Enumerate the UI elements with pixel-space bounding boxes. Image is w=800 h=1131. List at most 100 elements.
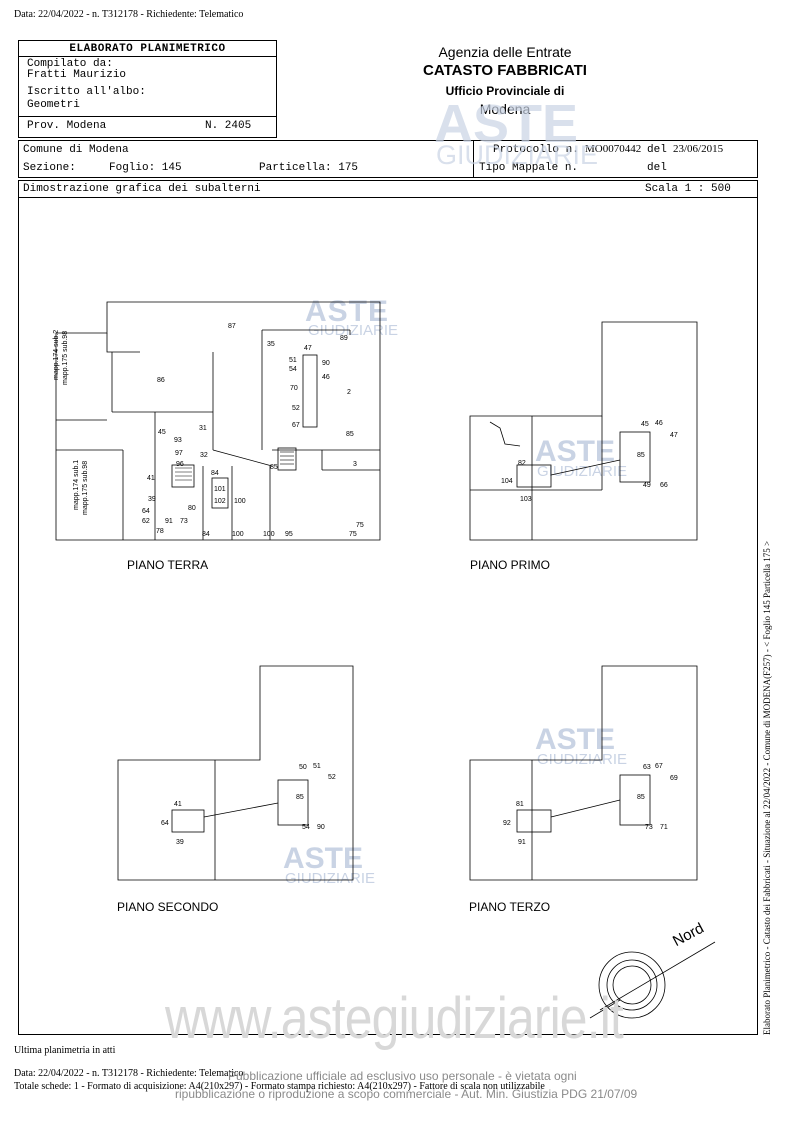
terra-stair-right xyxy=(277,447,297,471)
sub-number: 85 xyxy=(296,794,304,801)
watermark-giudiziarie: GIUDIZIARIE xyxy=(308,322,399,339)
sub-number: 46 xyxy=(322,374,330,381)
iscritto-value: Geometri xyxy=(27,99,80,111)
watermark-site: www.astegiudiziarie.it xyxy=(165,986,624,1051)
sub-number: 63 xyxy=(643,764,651,771)
sub-number: 75 xyxy=(356,522,364,529)
sub-number: 31 xyxy=(199,425,207,432)
sub-number: 51 xyxy=(289,357,297,364)
sub-number: 73 xyxy=(180,518,188,525)
sub-number: 95 xyxy=(285,531,293,538)
secondo-stair-right xyxy=(277,779,309,826)
sub-number: 3 xyxy=(353,461,357,468)
primo-outline xyxy=(469,321,698,541)
compiler-box: ELABORATO PLANIMETRICO Compilato da: Fra… xyxy=(18,40,277,138)
terra-stair-left xyxy=(171,464,195,488)
protocollo-label: Protocollo n. xyxy=(493,144,579,156)
watermark-aste-header: ASTE xyxy=(434,94,579,154)
sub-number: 90 xyxy=(322,360,330,367)
piano-secondo-plan xyxy=(117,665,354,881)
sub-number: 85 xyxy=(270,464,278,471)
ultima-planimetria: Ultima planimetria in atti xyxy=(14,1045,116,1056)
floor-label-secondo: PIANO SECONDO xyxy=(117,900,219,914)
sub-number: 103 xyxy=(520,496,532,503)
sub-number: 93 xyxy=(174,437,182,444)
sub-number: 66 xyxy=(660,482,668,489)
sub-number: 64 xyxy=(161,820,169,827)
protocollo-date: 23/06/2015 xyxy=(673,143,724,155)
watermark-giudiziarie: GIUDIZIARIE xyxy=(537,463,628,480)
terzo-stair-right xyxy=(619,774,651,826)
office-label: Ufficio Provinciale di xyxy=(445,84,565,98)
divider xyxy=(473,141,474,177)
sub-number: 52 xyxy=(292,405,300,412)
sub-number: 39 xyxy=(148,496,156,503)
sub-number: 49 xyxy=(643,482,651,489)
compilato-label: Compilato da: xyxy=(27,58,113,70)
sub-number: 84 xyxy=(202,531,210,538)
sub-number: 96 xyxy=(176,461,184,468)
foglio-label: Foglio: 145 xyxy=(109,162,182,174)
sub-number: 75 xyxy=(349,531,357,538)
sub-number: 87 xyxy=(228,323,236,330)
sub-number: 85 xyxy=(346,431,354,438)
sub-number: 47 xyxy=(304,345,312,352)
floor-label-terzo: PIANO TERZO xyxy=(469,900,551,914)
sub-number: 97 xyxy=(175,450,183,457)
sub-number: 89 xyxy=(340,335,348,342)
sezione-label: Sezione: xyxy=(23,162,76,174)
sub-number: 52 xyxy=(328,774,336,781)
del-label: del xyxy=(647,144,667,156)
sub-number: 41 xyxy=(174,801,182,808)
sub-number: 46 xyxy=(655,420,663,427)
sub-number: 64 xyxy=(142,508,150,515)
sub-number: 50 xyxy=(299,764,307,771)
primo-stair-right xyxy=(619,431,651,483)
sub-number: 71 xyxy=(660,824,668,831)
scale-label: Scala 1 : 500 xyxy=(645,183,731,195)
sub-number: 2 xyxy=(347,389,351,396)
sub-number: 85 xyxy=(637,794,645,801)
dimostrazione-label: Dimostrazione grafica dei subalterni xyxy=(23,183,261,195)
sub-number: 54 xyxy=(289,366,297,373)
sub-number: 67 xyxy=(292,422,300,429)
sub-number: 45 xyxy=(641,421,649,428)
mapp-label: mapp.175 sub.98 xyxy=(82,460,89,515)
secondo-stair-left xyxy=(171,809,205,833)
side-caption: Elaborato Planimetrico - Catasto dei Fab… xyxy=(762,540,772,1035)
footer-request-line: Data: 22/04/2022 - n. T312178 - Richiede… xyxy=(14,1068,244,1079)
sub-number: 92 xyxy=(503,820,511,827)
sub-number: 32 xyxy=(200,452,208,459)
sub-number: 62 xyxy=(142,518,150,525)
tipo-mappale-label: Tipo Mappale n. xyxy=(479,162,579,174)
sub-number: 78 xyxy=(156,528,164,535)
footer-schede-line: Totale schede: 1 - Formato di acquisizio… xyxy=(14,1081,545,1092)
north-compass xyxy=(589,941,716,1019)
secondo-outline xyxy=(117,665,354,881)
divider xyxy=(19,56,276,57)
terra-stair-well xyxy=(302,354,318,428)
primo-stair-left xyxy=(516,464,552,488)
sub-number: 104 xyxy=(501,478,513,485)
watermark-giudiziarie: GIUDIZIARIE xyxy=(537,751,628,768)
sub-number: 100 xyxy=(232,531,244,538)
top-request-line: Data: 22/04/2022 - n. T312178 - Richiede… xyxy=(14,9,244,20)
sub-number: 81 xyxy=(516,801,524,808)
mapp-label: mapp.174 sub.2 xyxy=(53,329,60,380)
watermark-giudiziarie: GIUDIZIARIE xyxy=(285,870,376,887)
divider xyxy=(19,116,276,117)
sub-number: 102 xyxy=(214,498,226,505)
drawing-frame xyxy=(18,198,758,1035)
sub-number: 90 xyxy=(317,824,325,831)
sub-number: 67 xyxy=(655,763,663,770)
sub-number: 101 xyxy=(214,486,226,493)
watermark-aste: ASTE xyxy=(305,295,390,328)
watermark-aste: ASTE xyxy=(283,842,364,875)
protocollo-value: MO0070442 xyxy=(585,143,642,155)
piano-terra-plan xyxy=(55,301,381,541)
piano-primo-plan xyxy=(469,321,698,541)
terzo-stair-left xyxy=(516,809,552,833)
comune-label: Comune di Modena xyxy=(23,144,129,156)
mapp-label: mapp.174 sub.1 xyxy=(73,459,80,510)
